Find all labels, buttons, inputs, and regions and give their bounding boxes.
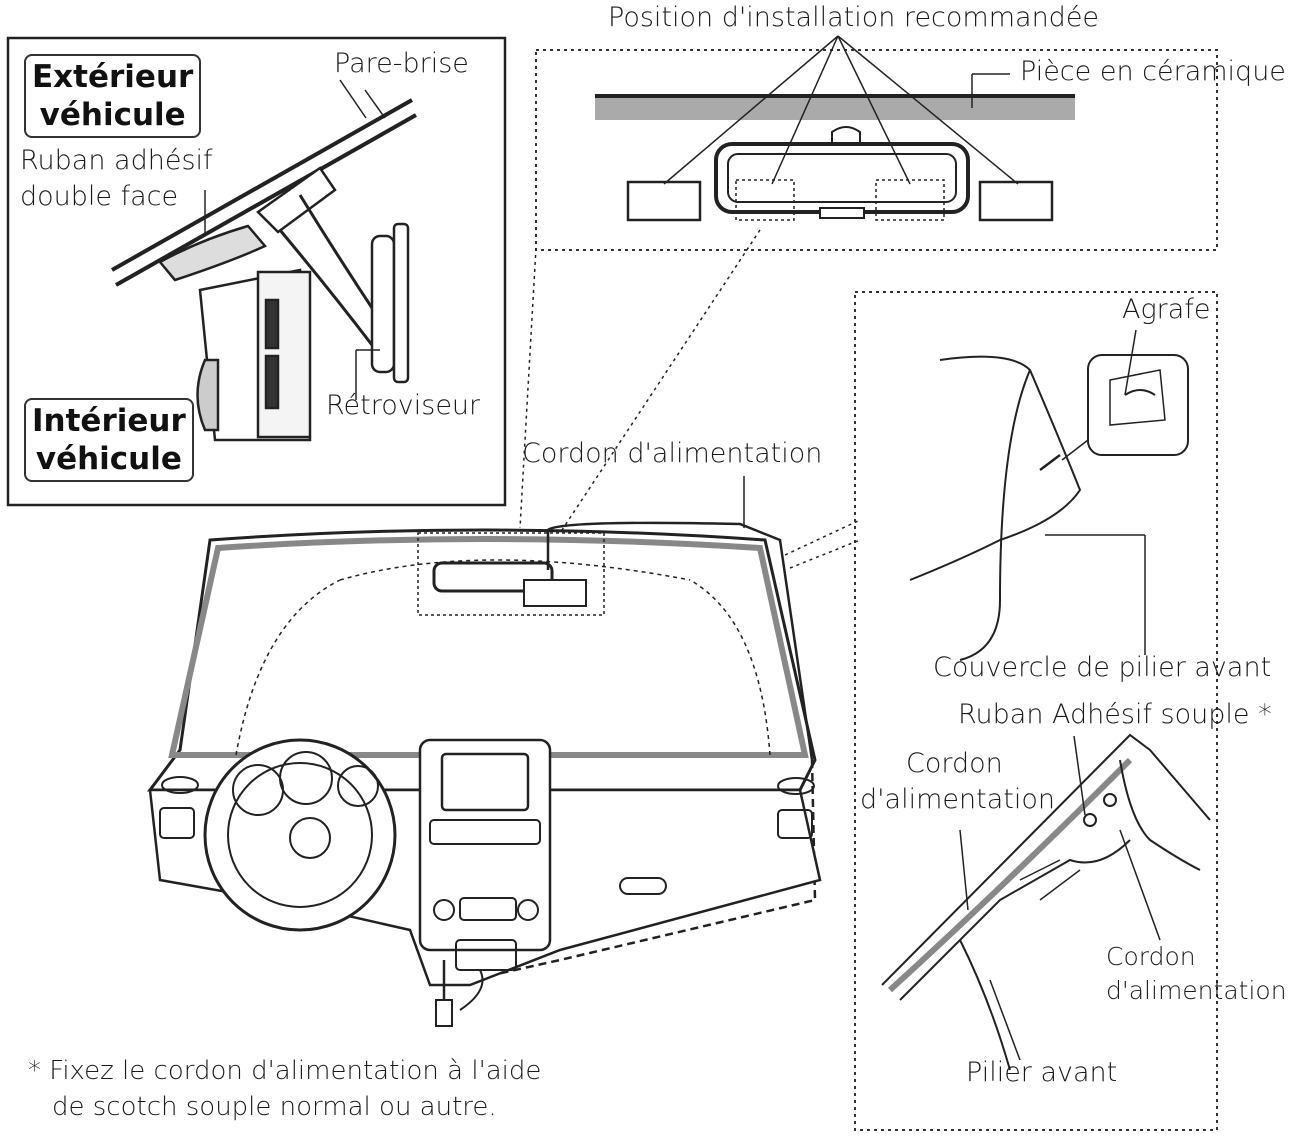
power-cord-main-label: Cordon d'alimentation	[522, 438, 823, 469]
dashboard-drawing	[147, 521, 822, 1027]
leader-cord-right	[1119, 829, 1161, 941]
interior-line-1: Intérieur	[32, 403, 186, 439]
cord-right-line-2: d'alimentation	[1106, 975, 1287, 1005]
front-pillar-label: Pilier avant	[966, 1057, 1118, 1088]
soft-tape-label: Ruban Adhésif souple *	[958, 699, 1272, 730]
interior-vehicle-label: Intérieur véhicule	[24, 398, 194, 482]
mirror-label: Rétroviseur	[326, 390, 481, 421]
power-cord-left-label: Cordon d'alimentation	[860, 746, 1055, 819]
dashcam-side-view	[158, 166, 410, 442]
pillar-top-drawing	[909, 354, 1189, 661]
cord-left-line-2: d'alimentation	[860, 784, 1055, 816]
ceramic-part-label: Pièce en céramique	[1020, 56, 1286, 87]
pillar-inset-frame	[854, 291, 1218, 1131]
double-sided-tape-label: Ruban adhésif double face	[20, 143, 213, 216]
exterior-line-1: Extérieur	[32, 59, 194, 95]
main-mirror-zoom-box	[417, 532, 605, 616]
leader-soft-tape	[1073, 735, 1086, 816]
leader-cord-left	[959, 829, 969, 911]
leader-pillar	[989, 979, 1021, 1061]
tape-line-2: double face	[20, 181, 179, 213]
power-cord-right-label: Cordon d'alimentation	[1106, 940, 1287, 1008]
exterior-line-2: véhicule	[39, 97, 186, 133]
pillar-bottom-drawing	[881, 733, 1211, 1071]
exterior-interior-inset-frame	[6, 36, 507, 507]
tape-line-1: Ruban adhésif	[20, 145, 213, 176]
recommended-position-inset-frame	[535, 49, 1218, 251]
footnote-line-2: de scotch souple normal ou autre.	[52, 1092, 497, 1122]
exterior-vehicle-label: Extérieur véhicule	[24, 54, 202, 138]
ceramic-band	[595, 94, 1075, 120]
zoom-connectors	[519, 229, 861, 569]
inset-windshield	[111, 89, 417, 287]
pillar-cover-label: Couvercle de pilier avant	[933, 652, 1272, 683]
footnote-line-1: * Fixez le cordon d'alimentation à l'aid…	[28, 1056, 542, 1086]
interior-line-2: véhicule	[35, 441, 182, 477]
cord-right-line-1: Cordon	[1106, 942, 1196, 971]
recommended-pointers	[663, 35, 1019, 185]
clip-label: Agrafe	[1122, 294, 1211, 325]
cord-left-line-1: Cordon	[906, 748, 1003, 779]
recommended-position-label: Position d'installation recommandée	[608, 2, 1100, 33]
leader-clip	[1124, 329, 1137, 396]
mirror-front-view	[626, 126, 1054, 222]
windshield-label: Pare-brise	[334, 48, 469, 79]
footnote: * Fixez le cordon d'alimentation à l'aid…	[28, 1053, 541, 1125]
leader-windshield	[339, 79, 367, 119]
